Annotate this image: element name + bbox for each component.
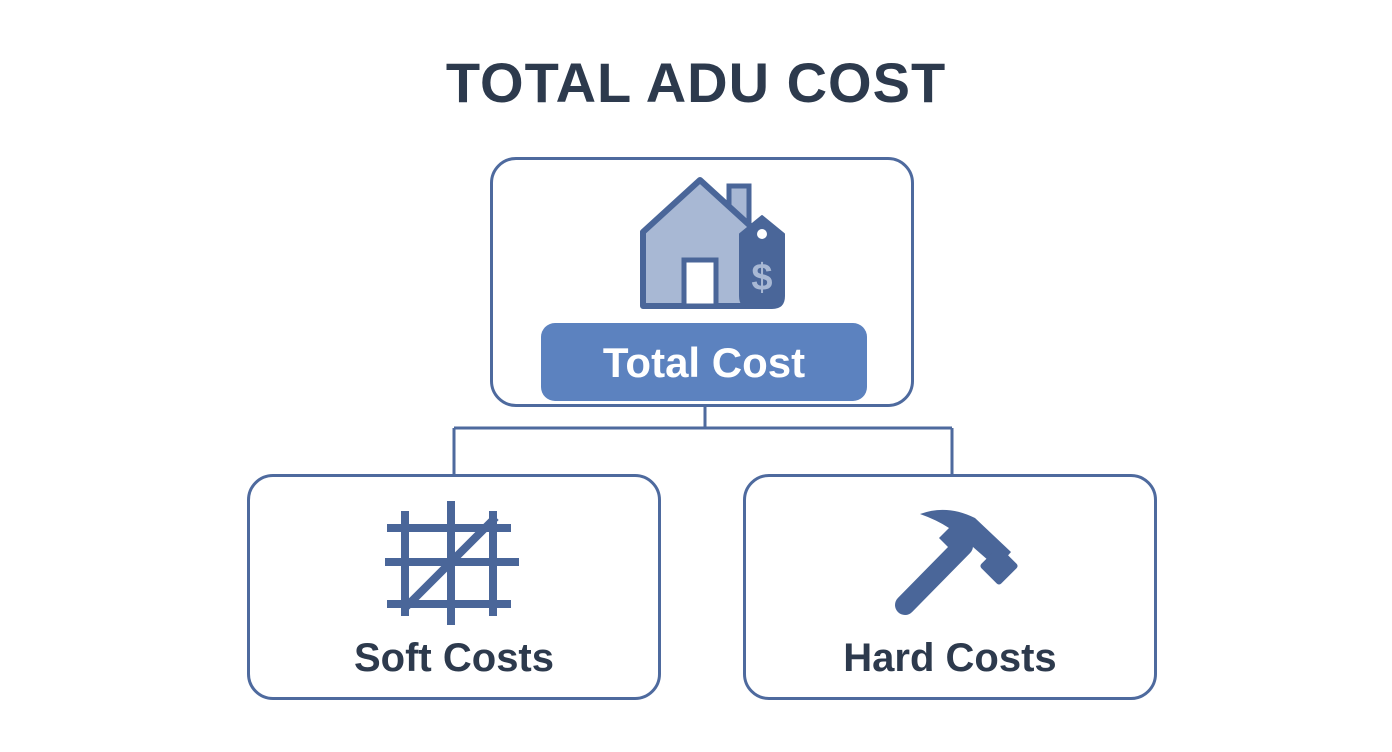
diagram-title: TOTAL ADU COST [445, 51, 947, 114]
blueprint-grid-icon [385, 501, 519, 625]
soft-costs-label: Soft Costs [354, 636, 554, 680]
hard-costs-label: Hard Costs [843, 636, 1057, 680]
hammer-icon [895, 509, 1018, 615]
house-price-tag-icon: $ [640, 177, 785, 309]
total-cost-label: Total Cost [541, 323, 867, 401]
svg-text:$: $ [751, 257, 772, 299]
